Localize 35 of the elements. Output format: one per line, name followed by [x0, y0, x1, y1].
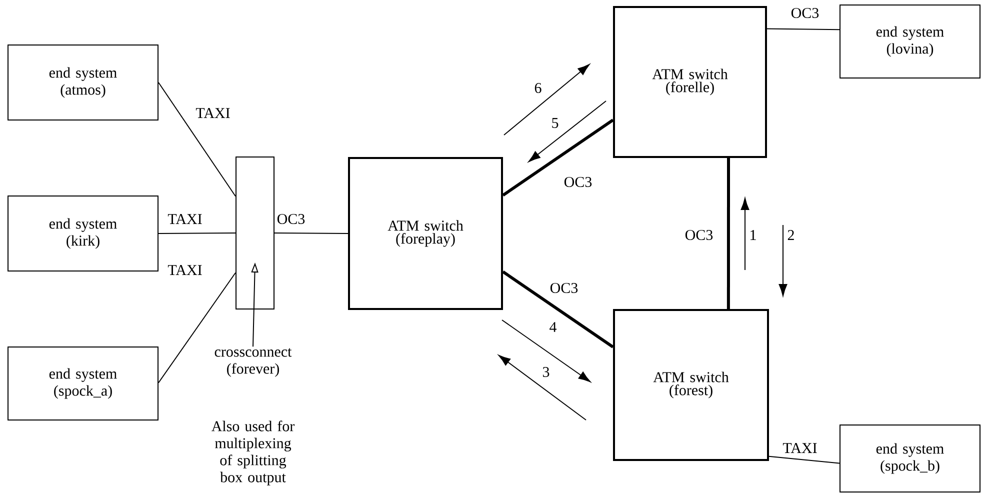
connector-line — [274, 232, 348, 234]
arrow-number: 1 — [750, 230, 756, 240]
switch-box: ATM switch (forest) — [613, 309, 769, 461]
end-system-box: end system (kirk) — [8, 196, 158, 272]
connector-line — [502, 270, 614, 348]
connector-line — [158, 272, 236, 384]
end-system-box: end system (spock_a) — [8, 346, 158, 420]
connector-line — [766, 28, 840, 30]
edge-label: OC3 — [550, 282, 578, 294]
arrow-number: 3 — [542, 366, 550, 378]
crossconnect-box — [236, 156, 274, 310]
edge-label: OC3 — [685, 230, 713, 240]
arrow-number: 4 — [550, 322, 557, 332]
arrow-number: 2 — [788, 230, 794, 240]
switch-box: ATM switch (forelle) — [613, 6, 767, 158]
edge-label: OC3 — [277, 214, 305, 224]
edge-label: OC3 — [564, 176, 592, 188]
connector-line — [158, 82, 236, 197]
note: Also used for multiplexing of splitting box output — [212, 420, 295, 486]
connector-line — [768, 456, 840, 464]
connector-line — [726, 158, 730, 309]
node-text: crossconnect (forever) — [214, 348, 292, 377]
edge-label: TAXI — [782, 443, 817, 453]
arrow-number: 5 — [552, 118, 558, 128]
edge-label: OC3 — [791, 8, 819, 18]
end-system-box: end system (lovina) — [840, 4, 980, 78]
arrow-number: 6 — [534, 82, 542, 94]
connector-line — [158, 232, 236, 234]
end-system-box: end system (atmos) — [8, 44, 158, 120]
connector-line — [502, 118, 614, 196]
end-system-box: end system (spock_b) — [840, 424, 980, 492]
edge-label: TAXI — [168, 214, 202, 224]
edge-label: TAXI — [196, 108, 230, 118]
edge-label: TAXI — [168, 265, 202, 275]
switch-box: ATM switch (foreplay) — [348, 157, 503, 310]
